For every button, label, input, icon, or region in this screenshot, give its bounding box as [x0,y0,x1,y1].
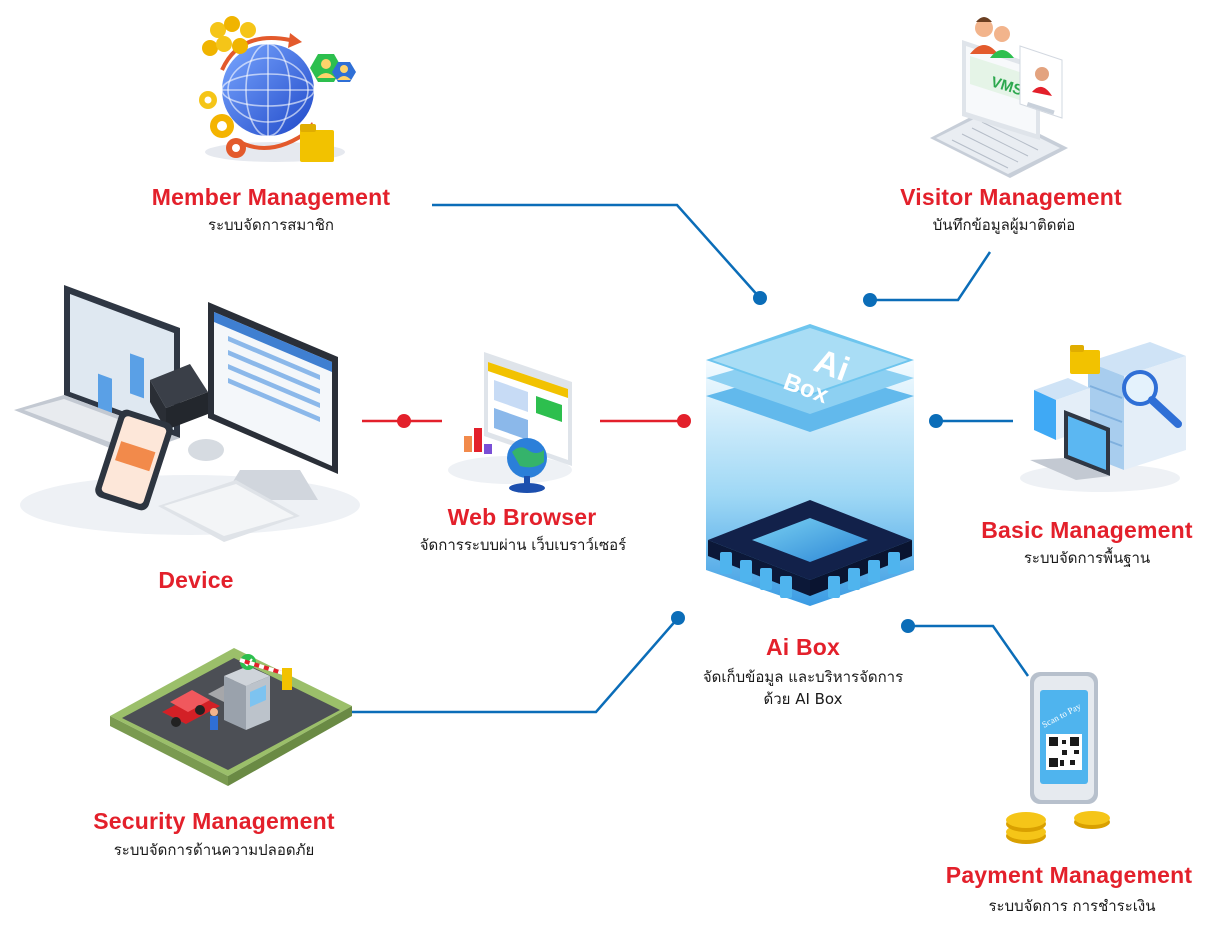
folder-icon [300,124,334,162]
member-management-title: Member Management [151,184,391,210]
payment-management-subtitle: ระบบจัดการ การชำระเงิน [988,897,1156,915]
car-icon [162,690,220,727]
visitor-management-subtitle: บันทึกข้อมูลผู้มาติดต่อ [932,216,1076,234]
magnifier-icon [1122,370,1182,428]
barrier-gate-icon [239,658,292,690]
aibox-title: Ai Box [765,634,841,660]
qr-code-icon [1046,734,1082,770]
basic-management-title: Basic Management [981,517,1193,543]
mouse-icon [188,439,224,461]
laptop-icon [1030,410,1110,480]
connector-dot-basic [929,414,943,428]
connector-dot-web-aibox [677,414,691,428]
payment-management-illustration: Scan to Pay [1006,672,1110,844]
guard-booth-icon [224,654,270,730]
connector-visitor-aibox [870,251,992,302]
web-browser-subtitle: จัดการระบบผ่าน เว็บเบราว์เซอร์ [419,536,627,554]
gear-icon [199,91,246,158]
connector-dot-security [671,611,685,625]
device-illustration [14,285,360,542]
aibox-hardware-icon [150,364,208,430]
web-browser-illustration [448,352,572,493]
profile-card-icon [1019,45,1063,119]
connector-dot-device-web [397,414,411,428]
connector-member-aibox [432,203,761,299]
globe-icon [507,438,547,493]
member-management-subtitle: ระบบจัดการสมาชิก [208,216,334,234]
basic-management-subtitle: ระบบจัดการพื้นฐาน [1023,549,1151,567]
connector-dot-visitor [863,293,877,307]
aibox-illustration: Ai Box [706,324,914,606]
aibox-subtitle-line1: จัดเก็บข้อมูล และบริหารจัดการ [702,668,904,686]
aibox-subtitle-line2: ด้วย AI Box [763,690,843,708]
phone-icon [95,409,173,511]
keyboard-icon [158,480,300,542]
basic-management-illustration [1020,342,1186,492]
payment-management-title: Payment Management [945,862,1193,888]
coin-icon [1006,811,1110,844]
person-icon [210,708,218,730]
user-badge-icon [310,54,356,82]
connector-dot-payment [901,619,915,633]
security-management-illustration [110,648,352,786]
folder-icon [1070,345,1100,374]
member-management-illustration [199,16,356,162]
chip-icon [708,500,912,598]
connector-security-aibox [352,617,679,714]
security-management-subtitle: ระบบจัดการด้านความปลอดภัย [113,841,315,859]
bar-chart-icon [464,428,492,454]
connector-payment-aibox [908,624,1030,677]
connector-dot-member [753,291,767,305]
visitor-management-title: Visitor Management [900,184,1122,210]
visitor-management-illustration: VMS [930,17,1068,178]
users-icon [970,17,1014,58]
web-browser-title: Web Browser [447,504,597,530]
coin-stack-icon [202,16,256,56]
device-title: Device [158,567,234,593]
monitor-icon [208,302,338,500]
security-management-title: Security Management [93,808,335,834]
